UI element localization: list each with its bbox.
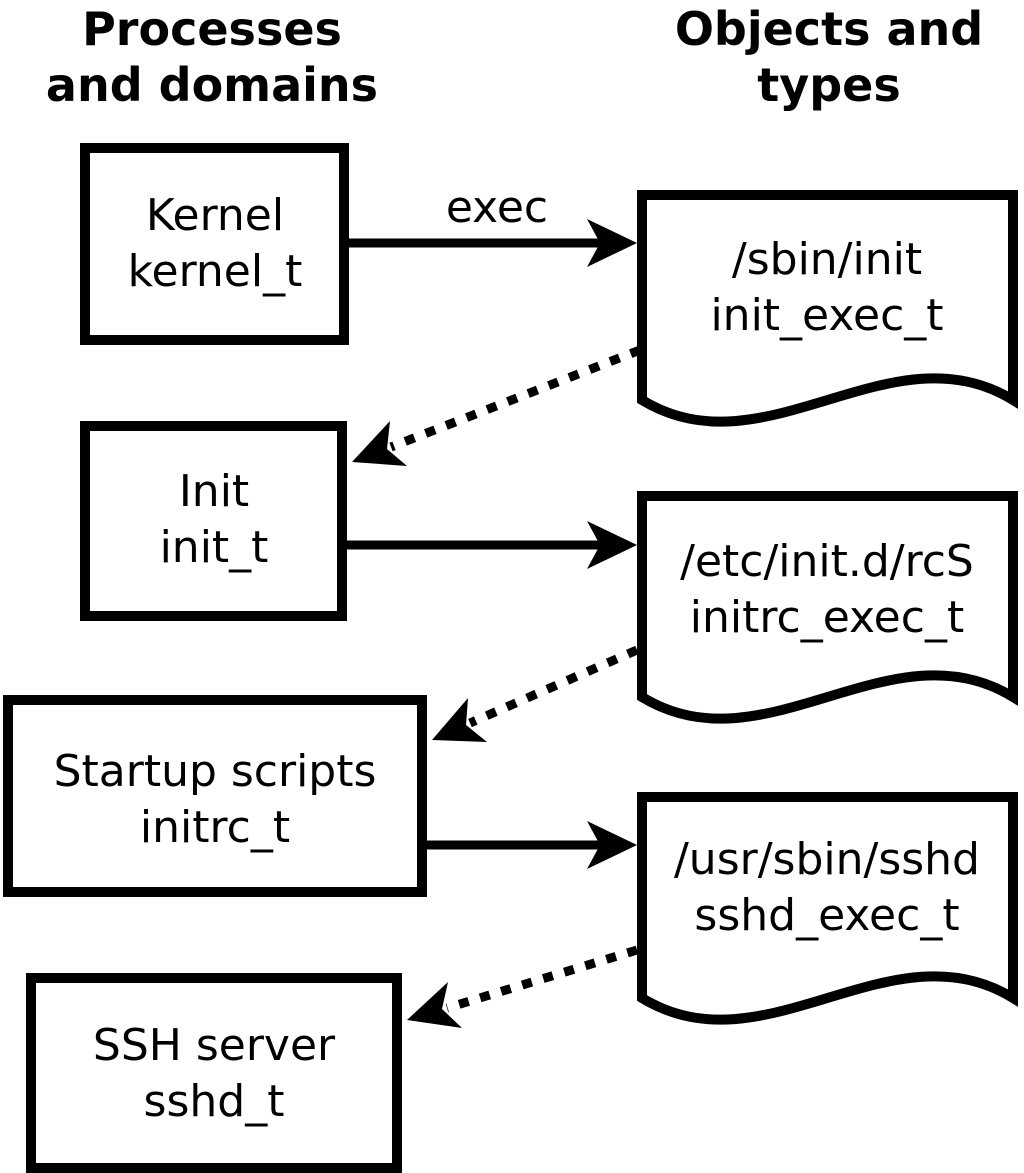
exec-arrow-lines [347,238,600,850]
process-startup-scripts-domain: initrc_t [140,802,290,853]
process-kernel-domain: kernel_t [128,246,303,297]
transition-arrow-sshd-exec-to-sshd [445,945,639,1013]
shape-fill-layer [3,143,1018,1173]
column-header-objects-line2: types [757,58,900,112]
column-header-objects-line1: Objects and [675,2,983,56]
object-document-etc-initd-rcs [637,491,1018,724]
transition-arrow-lines [389,345,642,1013]
exec-arrow-label: exec [446,182,548,233]
object-sbin-init-path: /sbin/init [732,234,922,285]
column-header-processes-line2: and domains [46,58,378,112]
process-box-ssh-server [26,973,402,1173]
process-box-init [80,421,347,621]
process-box-kernel [80,143,349,345]
process-kernel-label: Kernel [146,190,284,241]
arrowheads [352,219,637,1028]
arrowhead-transition-1 [352,421,407,466]
arrowhead-exec-2 [587,521,637,569]
transition-arrow-sbin-init-to-init [389,345,642,452]
arrowhead-transition-3 [407,982,462,1028]
process-startup-scripts-label: Startup scripts [54,746,377,797]
object-rcs-path: /etc/init.d/rcS [680,536,974,587]
object-document-sbin-init [637,190,1018,427]
object-rcs-type: initrc_exec_t [690,592,964,643]
process-ssh-server-label: SSH server [93,1020,336,1071]
object-sshd-path: /usr/sbin/sshd [674,834,980,885]
object-sshd-type: sshd_exec_t [694,890,959,941]
process-box-startup-scripts [3,695,427,897]
process-init-label: Init [179,466,249,517]
text-layer: Processes and domains Objects and types … [46,2,983,1127]
process-ssh-server-domain: sshd_t [144,1076,285,1127]
object-sbin-init-type: init_exec_t [710,290,943,341]
arrowhead-exec-3 [587,821,637,869]
arrowhead-exec-1 [587,219,637,267]
arrowhead-transition-2 [432,698,487,742]
process-init-domain: init_t [160,522,269,573]
object-document-usr-sbin-sshd [637,792,1018,1025]
shape-layer [3,143,1018,1173]
transition-arrow-rcs-to-initrc [468,645,639,728]
column-header-processes-line1: Processes [82,2,342,56]
